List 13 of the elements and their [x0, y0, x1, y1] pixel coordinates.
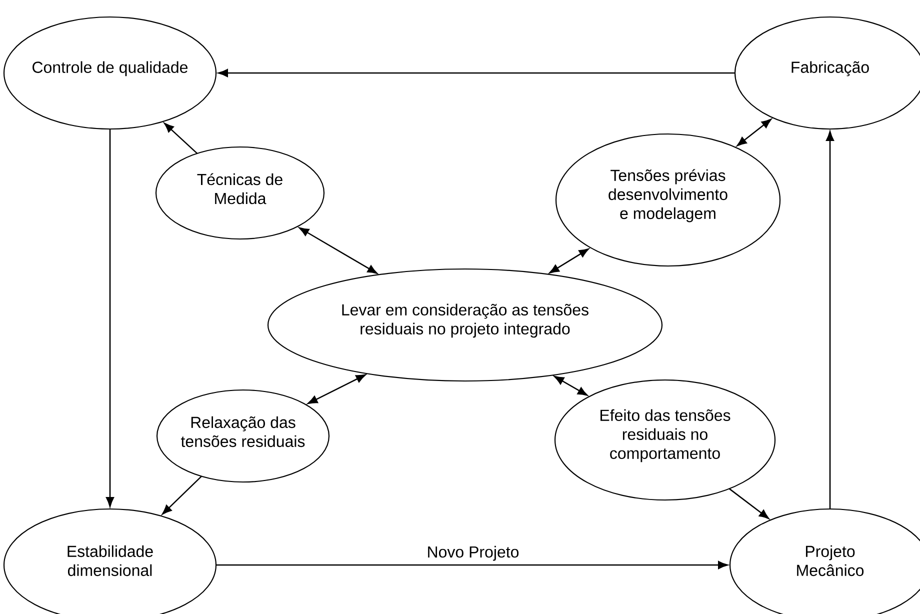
arrow [826, 131, 834, 509]
arrow [728, 488, 770, 519]
arrow [216, 561, 728, 570]
arrow [736, 118, 772, 146]
arrow [308, 374, 366, 404]
arrow [218, 68, 735, 78]
arrow [299, 227, 378, 274]
arrow [164, 122, 198, 154]
edge-label: Novo Projeto [426, 544, 520, 562]
arrow [106, 129, 114, 507]
arrow [549, 248, 589, 274]
arrow [554, 376, 588, 396]
arrow [162, 476, 202, 515]
